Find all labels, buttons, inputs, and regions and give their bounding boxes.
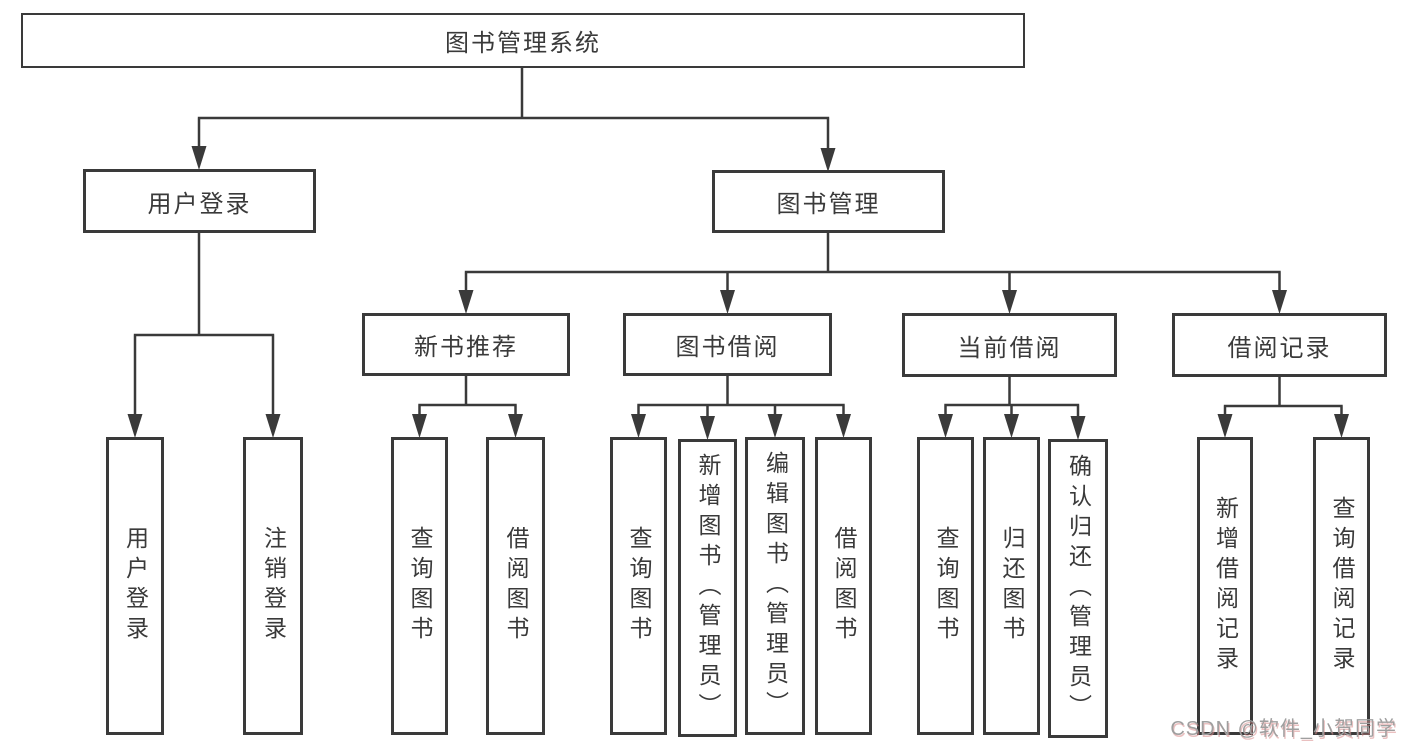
arrow-down-icon: [458, 290, 474, 314]
node-current-borrowing: 当前借阅: [902, 313, 1117, 377]
node-logout-leaf: 注销登录: [243, 437, 303, 735]
node-query-books-recommend: 查询图书: [391, 437, 448, 735]
connector-login-split: [133, 233, 275, 428]
node-borrowing-records: 借阅记录: [1172, 313, 1387, 377]
arrow-down-icon: [265, 414, 281, 438]
node-edit-books-admin: 编辑图书（管理员）: [745, 437, 805, 735]
node-library-management-system: 图书管理系统: [21, 13, 1025, 68]
node-return-books: 归还图书: [983, 437, 1040, 735]
arrow-down-icon: [720, 290, 735, 314]
node-add-borrow-record: 新增借阅记录: [1197, 437, 1253, 735]
node-add-books-admin: 新增图书（管理员）: [678, 439, 737, 737]
node-query-books-borrowing: 查询图书: [610, 437, 667, 735]
node-confirm-return-admin: 确认归还（管理员）: [1048, 439, 1108, 738]
arrow-down-icon: [1004, 414, 1019, 438]
connector-paths: [133, 68, 1343, 430]
arrow-down-icon: [412, 414, 427, 438]
node-borrow-books-leaf: 借阅图书: [815, 437, 872, 735]
connector-root-split: [197, 68, 830, 162]
connector-records-split: [1223, 377, 1343, 428]
arrow-down-icon: [1070, 416, 1086, 440]
connector-mgmt-split: [464, 233, 1281, 305]
arrow-down-icon: [700, 416, 715, 440]
arrow-down-icon: [631, 414, 646, 438]
node-book-management-branch: 图书管理: [712, 170, 945, 233]
connector-borrow-split: [637, 376, 845, 430]
arrow-down-icon: [191, 146, 207, 170]
arrow-down-icon: [1002, 290, 1017, 314]
arrow-down-icon: [508, 414, 523, 438]
csdn-watermark: CSDN @软件_小贺同学: [1170, 718, 1397, 740]
arrow-down-icon: [938, 414, 953, 438]
arrow-down-icon: [767, 414, 783, 438]
node-user-login-branch: 用户登录: [83, 169, 316, 233]
node-new-book-recommendation: 新书推荐: [362, 313, 570, 376]
node-query-books-current: 查询图书: [917, 437, 974, 735]
node-book-borrowing: 图书借阅: [623, 313, 832, 376]
connector-newrec-split: [418, 376, 517, 428]
arrowhead-icons: [127, 146, 1349, 440]
arrow-down-icon: [820, 148, 836, 172]
node-query-borrow-record: 查询借阅记录: [1313, 437, 1370, 735]
arrow-down-icon: [1217, 414, 1233, 438]
node-user-login-leaf: 用户登录: [106, 437, 164, 735]
arrow-down-icon: [836, 414, 851, 438]
arrow-down-icon: [1272, 290, 1287, 314]
arrow-down-icon: [1334, 414, 1349, 438]
arrow-down-icon: [127, 414, 143, 438]
node-borrow-books-recommend: 借阅图书: [486, 437, 545, 735]
